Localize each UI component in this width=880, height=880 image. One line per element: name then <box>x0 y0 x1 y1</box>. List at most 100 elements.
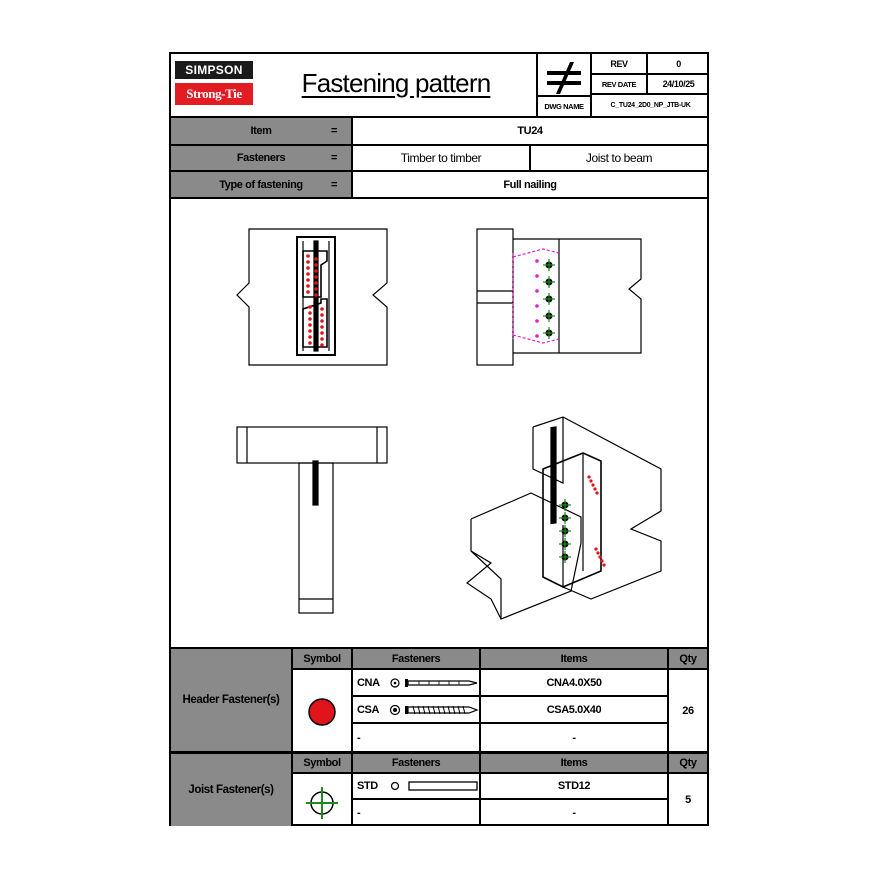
nail-dot <box>598 555 602 559</box>
nail-dot <box>306 278 310 282</box>
header-symbol-col: Symbol <box>293 649 353 670</box>
drawing-sheet: SIMPSON Strong-Tie Fastening pattern DWG… <box>169 52 709 826</box>
header-symbol-cell <box>293 670 353 751</box>
nail-dot <box>320 307 324 311</box>
nail-dot <box>320 313 324 317</box>
dwg-name-value: C_TU24_2D0_NP_JTB-UK <box>590 95 709 116</box>
dowel-mark <box>543 310 555 322</box>
dowel-mark <box>559 499 571 511</box>
nail-dot <box>314 293 318 297</box>
item-value: TU24 <box>351 118 707 146</box>
nail-dot <box>602 563 606 567</box>
header-qty: 26 <box>682 704 694 717</box>
dowel-mark <box>543 293 555 305</box>
nail-dot <box>589 479 593 483</box>
dowel-marks <box>543 259 571 563</box>
fasteners-label-cell: Fasteners = <box>171 146 351 172</box>
header-qty-col: Qty <box>669 649 707 670</box>
header-item-1: CNA4.0X50 <box>481 670 669 697</box>
nail-dot <box>314 287 318 291</box>
nail-dot <box>306 290 310 294</box>
hidden-nail-dot <box>535 319 539 323</box>
item-label-cell: Item = <box>171 118 351 146</box>
dowel-mark <box>559 538 571 550</box>
rev-label: REV <box>590 54 646 75</box>
header-item-2: CSA5.0X40 <box>481 697 669 724</box>
brand-logo-top: SIMPSON <box>175 61 253 79</box>
nail-dot <box>594 547 598 551</box>
nail-dot <box>314 263 318 267</box>
dowel-mark <box>559 551 571 563</box>
nail-dot <box>587 475 591 479</box>
dowel-mark <box>543 327 555 339</box>
not-equal-box <box>536 54 590 116</box>
csa-screw-icon <box>389 704 479 716</box>
header-fastener-row-2: CSA <box>353 697 481 724</box>
fasteners-value-2: Joist to beam <box>529 146 707 172</box>
nail-dot <box>306 272 310 276</box>
nail-dot <box>308 305 312 309</box>
fastener-code-empty: - <box>357 731 361 744</box>
rev-value: 0 <box>646 54 709 75</box>
nail-dot <box>306 284 310 288</box>
fastener-code-csa: CSA <box>357 703 380 716</box>
nail-dot <box>314 257 318 261</box>
nail-dot <box>320 343 324 347</box>
nail-dot <box>314 281 318 285</box>
joist-symbol-cell <box>293 774 353 826</box>
front-view <box>236 228 388 366</box>
nail-dot <box>600 559 604 563</box>
fasteners-label: Fasteners <box>236 152 286 164</box>
divider <box>171 116 707 118</box>
nail-dot <box>308 311 312 315</box>
header-items-col: Items <box>481 649 669 670</box>
hidden-nail-dot <box>535 259 539 263</box>
brand-logo-bottom: Strong-Tie <box>175 83 253 105</box>
drawing-area <box>236 228 662 620</box>
nail-dot <box>314 269 318 273</box>
joist-qty-col: Qty <box>669 754 707 774</box>
nail-dot <box>306 260 310 264</box>
nail-dot <box>308 341 312 345</box>
nail-dot <box>308 335 312 339</box>
joist-item-1: STD12 <box>481 774 669 800</box>
cna-nail-icon <box>390 678 478 688</box>
nail-dot <box>596 551 600 555</box>
header-fasteners-col: Fasteners <box>353 649 481 670</box>
fasteners-value-1: Timber to timber <box>351 146 529 172</box>
dwg-name-label: DWG NAME <box>536 95 590 116</box>
joist-qty: 5 <box>685 794 691 806</box>
hidden-nail-dot <box>535 304 539 308</box>
dowel-mark <box>559 525 571 537</box>
fastener-code-empty-2: - <box>357 807 361 819</box>
nail-dot <box>308 329 312 333</box>
header-fastener-row-3: - <box>353 724 481 751</box>
rev-date-value: 24/10/25 <box>646 75 709 95</box>
joist-fasteners-col: Fasteners <box>353 754 481 774</box>
dowel-mark <box>559 512 571 524</box>
nail-dot <box>320 325 324 329</box>
fasteners-equals: = <box>331 152 338 164</box>
joist-fasteners-label: Joist Fastener(s) <box>171 754 293 826</box>
hidden-nail-dot <box>535 334 539 338</box>
fastener-code-cna: CNA <box>357 676 380 689</box>
item-label: Item <box>250 125 272 137</box>
side-view <box>476 228 642 366</box>
joist-symbol-col: Symbol <box>293 754 353 774</box>
std-dowel-icon <box>390 781 478 791</box>
joist-fastener-row-1: STD <box>353 774 481 800</box>
nail-dot <box>308 323 312 327</box>
nail-dot <box>314 275 318 279</box>
header-item-3: - <box>481 724 669 751</box>
dowel-mark <box>543 276 555 288</box>
nail-dot <box>591 483 595 487</box>
type-label: Type of fastening <box>219 178 303 191</box>
page-title: Fastening pattern <box>301 67 492 98</box>
nail-dot <box>308 317 312 321</box>
nail-dot <box>593 487 597 491</box>
dowel-mark <box>543 259 555 271</box>
type-label-cell: Type of fastening = <box>171 172 351 199</box>
nail-dot <box>320 331 324 335</box>
isometric-view <box>465 416 662 620</box>
nail-dot <box>320 319 324 323</box>
